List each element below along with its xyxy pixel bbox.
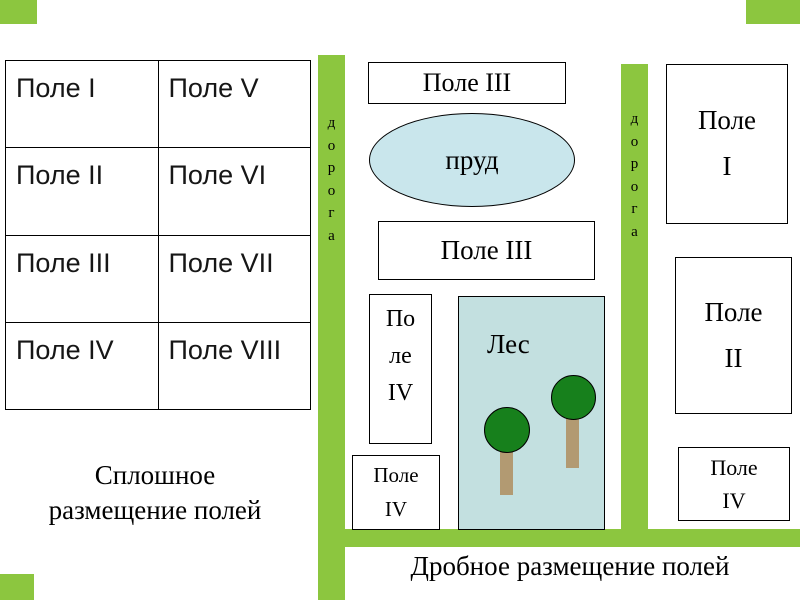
field-4-right-box: Поле IV [678,447,790,521]
table-cell: Поле II [5,147,159,236]
table-cell: Поле I [5,59,159,149]
table-cell: Поле V [157,59,311,149]
road-vertical-left: д о р о г а [318,55,345,600]
corner-decoration-top-left [0,0,37,24]
table-cell: Поле VII [157,234,311,323]
corner-decoration-bottom-left [0,574,34,600]
corner-decoration-top-right [746,0,800,24]
table-row: Поле III Поле VII [5,234,311,323]
field-3-top-box: Поле III [368,62,566,104]
caption-fractional-placement: Дробное размещение полей [410,551,730,581]
field-2-right-box: Поле II [675,257,792,414]
forest-label: Лес [487,329,530,359]
fields-table: Поле I Поле V Поле II Поле VI Поле III П… [5,59,311,411]
road-label: д о р о г а [630,111,639,240]
table-cell: Поле III [5,234,159,323]
table-cell: Поле IV [5,321,159,411]
road-horizontal-bottom [345,529,800,547]
field-1-right-box: Поле I [666,64,788,224]
field-4-tall-box: По ле IV [369,294,432,444]
pond-ellipse: пруд [369,113,575,207]
caption-continuous-placement: Сплошное размещение полей [48,460,262,526]
field-3-middle-box: Поле III [378,221,595,280]
tree-trunk [566,418,579,468]
tree-crown [551,375,596,420]
table-row: Поле II Поле VI [5,147,311,236]
field-4-small-box: Поле IV [352,455,440,530]
tree-crown [484,407,530,453]
table-row: Поле I Поле V [5,59,311,149]
table-row: Поле IV Поле VIII [5,321,311,411]
road-vertical-right: д о р о г а [621,64,648,547]
road-label: д о р о г а [327,115,336,244]
table-cell: Поле VIII [157,321,311,411]
forest-area: Лес [458,296,605,530]
table-cell: Поле VI [157,147,311,236]
